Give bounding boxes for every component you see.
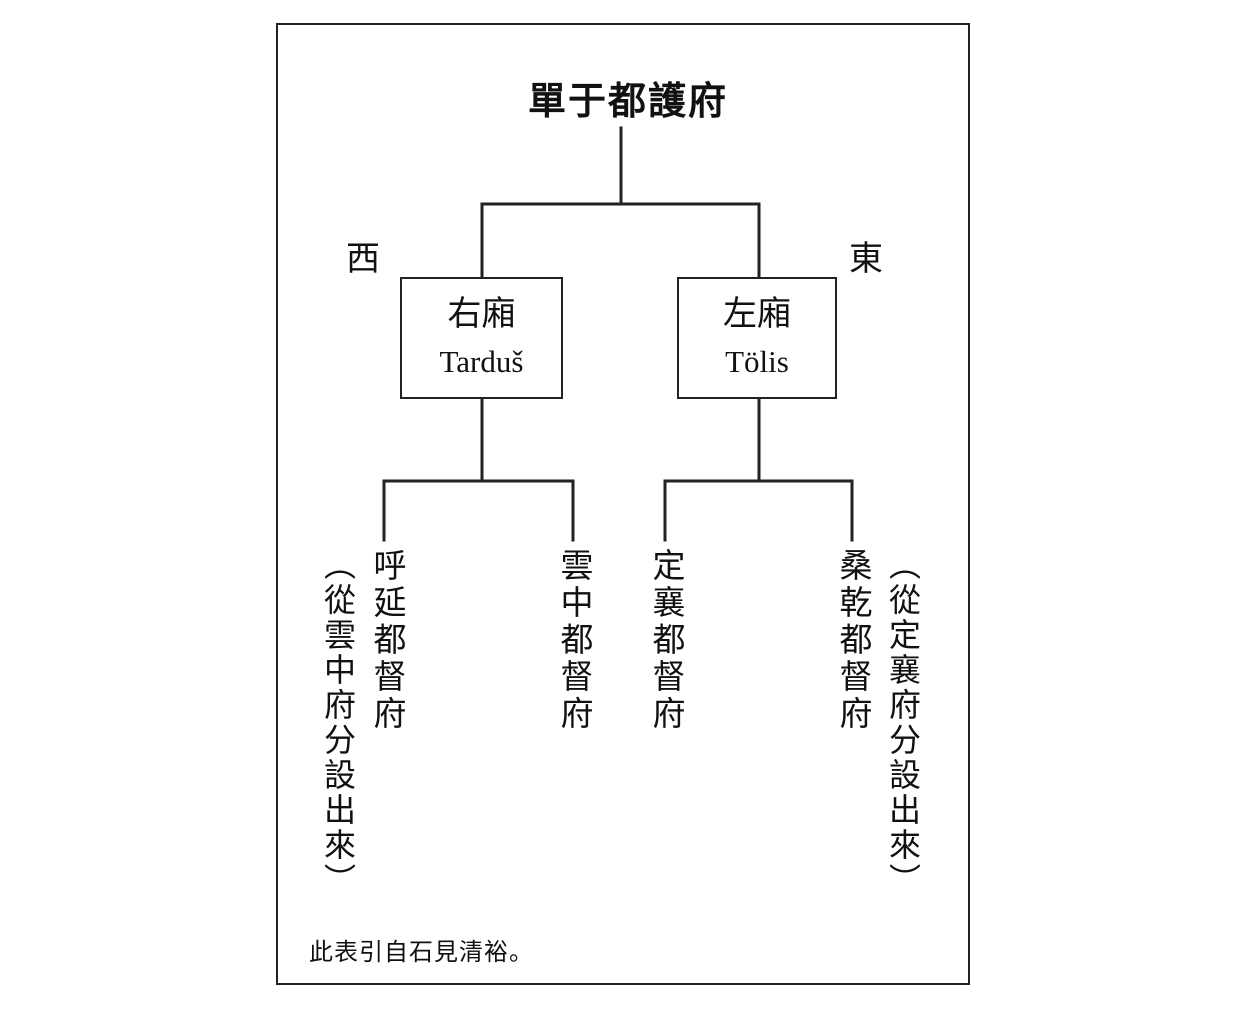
source-citation: 此表引自石見清裕。 — [309, 938, 534, 966]
east-wing-turkic-name: Tölis — [725, 344, 789, 379]
west-origin-note: （從雲中府分設出來） — [319, 548, 357, 898]
east-direction-label: 東 — [849, 239, 883, 279]
diagram-frame — [276, 23, 970, 985]
leaf-huyan-prefecture: 呼延都督府 — [368, 548, 407, 733]
west-wing-turkic-name: Tarduš — [439, 344, 524, 379]
west-wing-box: 右廂 Tarduš — [400, 277, 563, 399]
leaf-yunzhong-prefecture: 雲中都督府 — [555, 548, 594, 733]
east-origin-note: （從定襄府分設出來） — [884, 548, 922, 898]
east-wing-chinese-name: 左廂 — [723, 294, 791, 334]
west-direction-label: 西 — [346, 239, 380, 279]
leaf-sanggan-prefecture: 桑乾都督府 — [834, 548, 873, 733]
root-node-title: 單于都護府 — [528, 78, 729, 123]
west-wing-chinese-name: 右廂 — [447, 294, 516, 334]
leaf-dingxiang-prefecture: 定襄都督府 — [647, 548, 686, 733]
east-wing-box: 左廂 Tölis — [677, 277, 837, 399]
